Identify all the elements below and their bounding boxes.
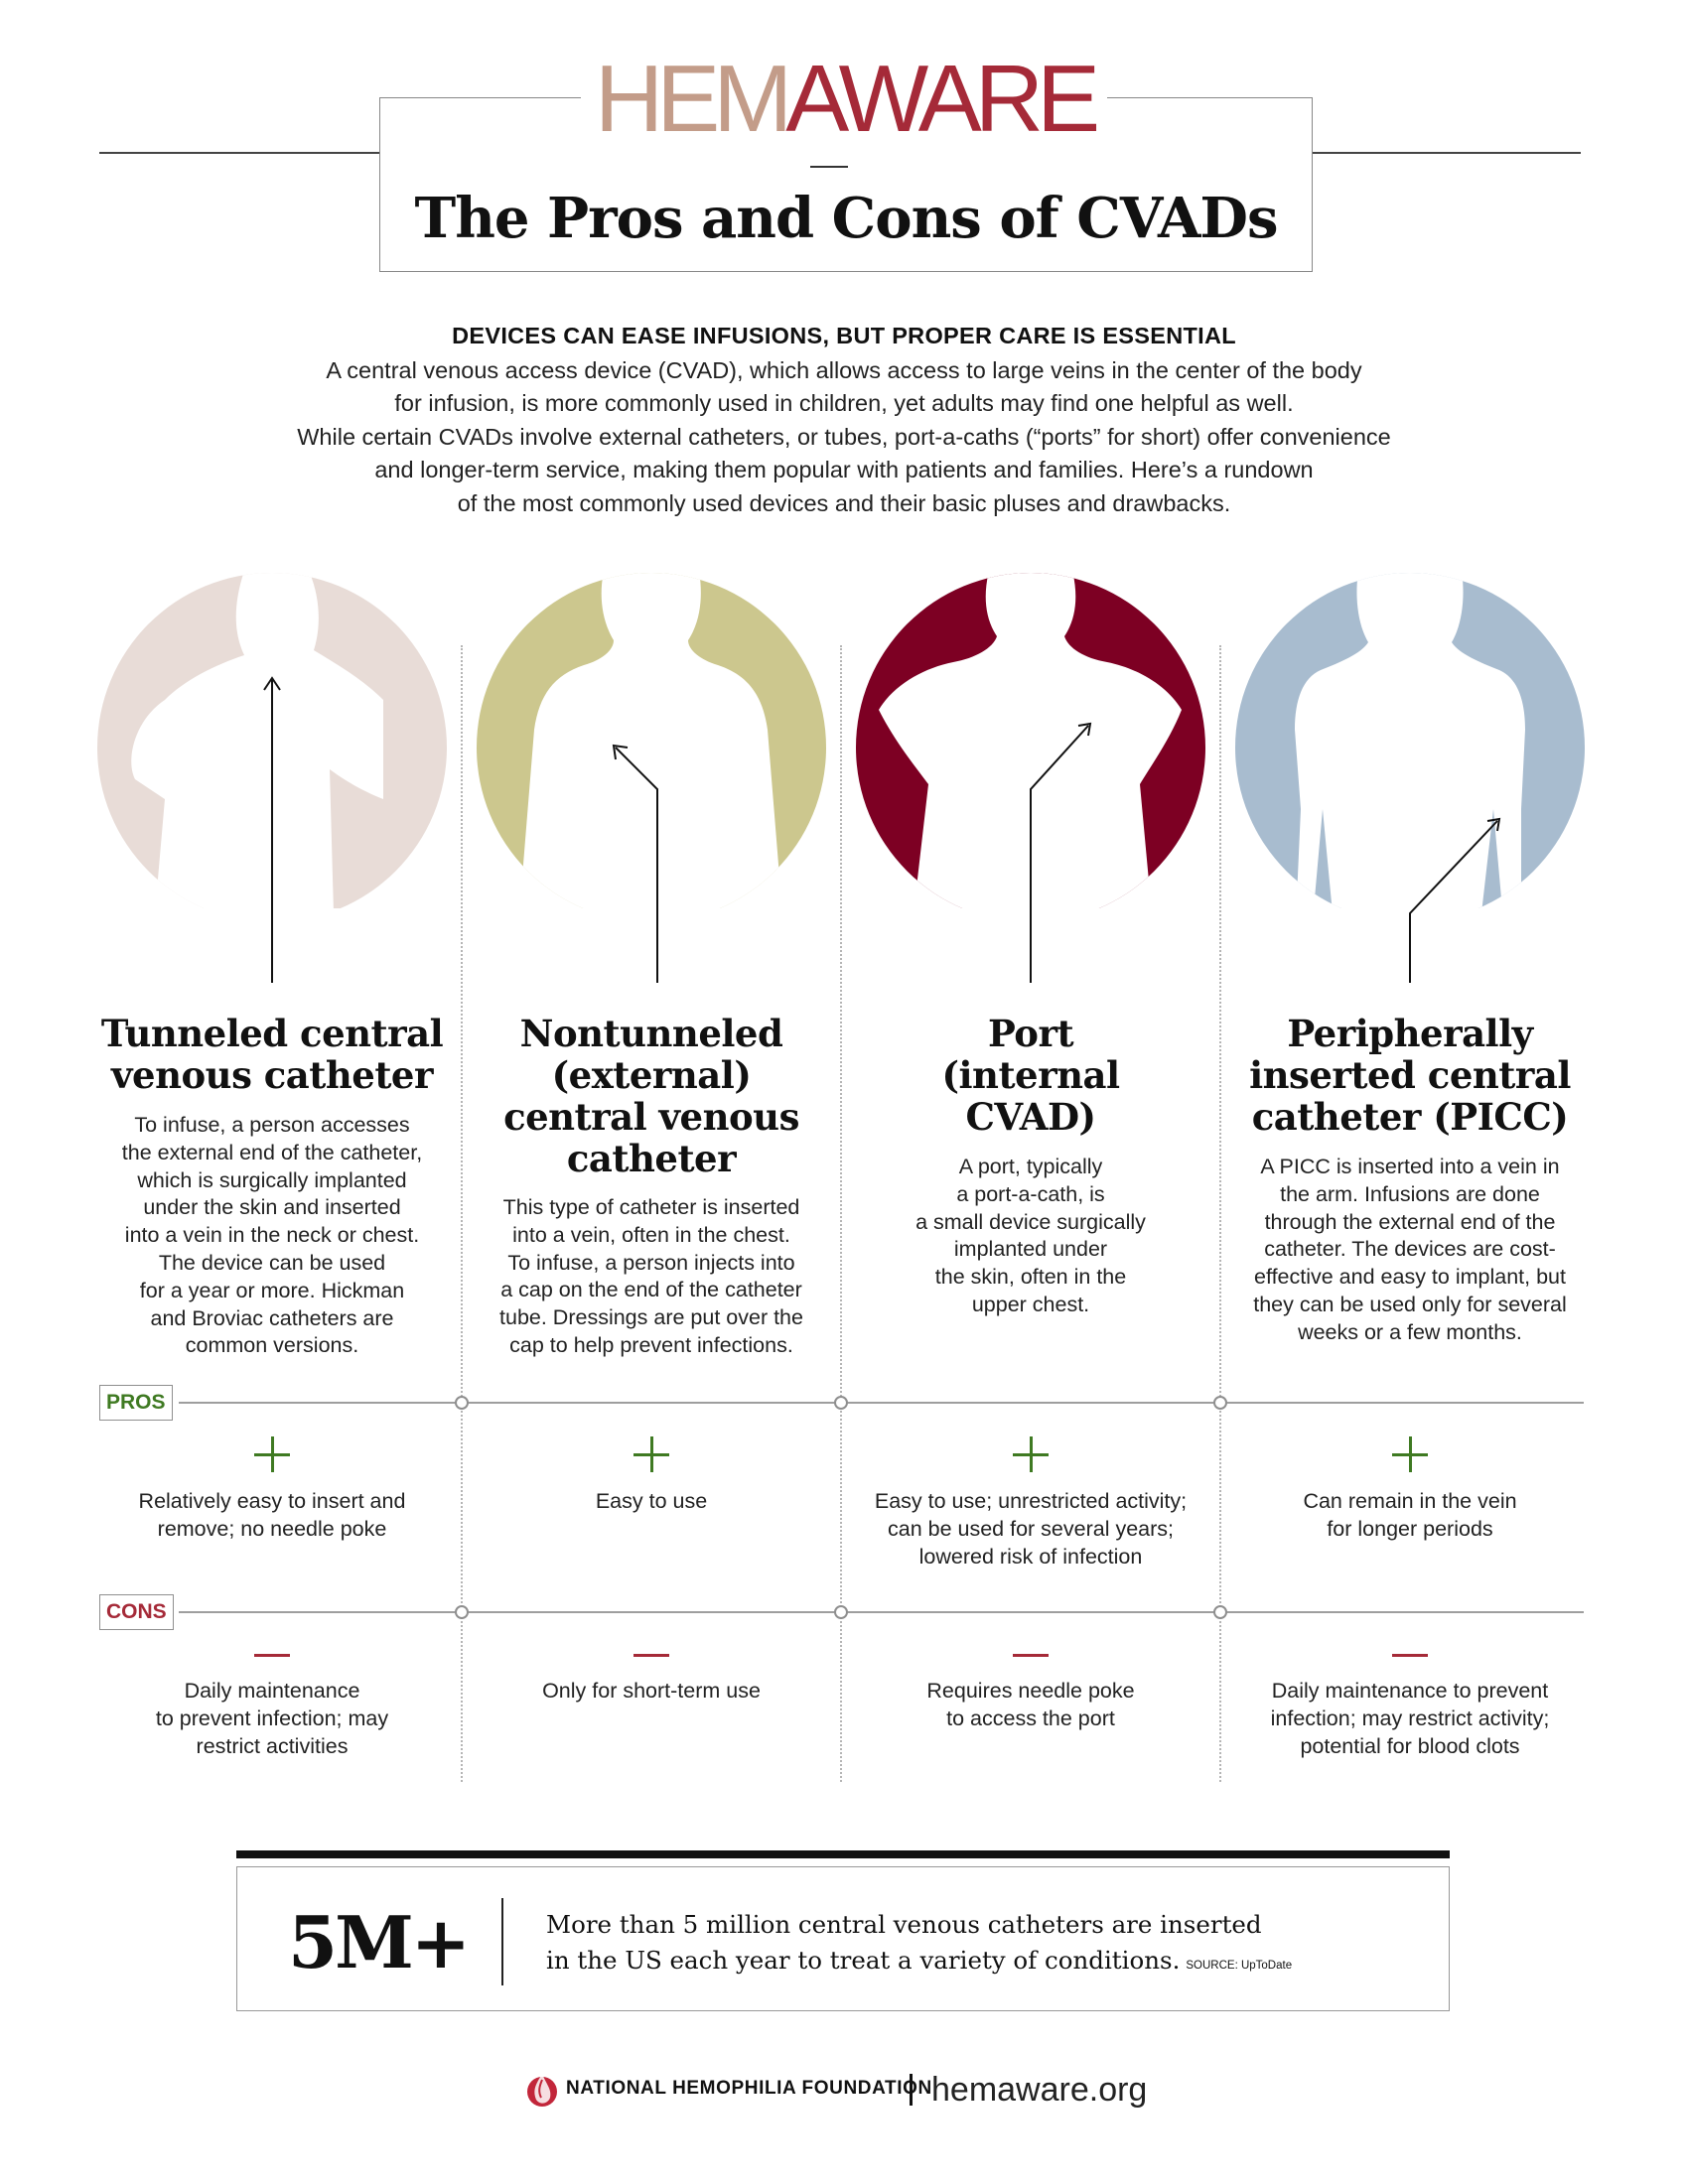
footer: NATIONAL HEMOPHILIA FOUNDATION hemaware.…: [524, 2066, 1170, 2116]
intro-heading: DEVICES CAN EASE INFUSIONS, BUT PROPER C…: [452, 323, 1236, 348]
column-divider: [840, 645, 842, 1782]
port-figure: [854, 571, 1207, 983]
nhf-logo-icon: [527, 2074, 557, 2107]
pros-rule: [179, 1402, 1584, 1404]
intro-text: A central venous access device (CVAD), w…: [297, 357, 1391, 516]
cons-label: CONS: [99, 1594, 174, 1630]
footer-org-name: NATIONAL HEMOPHILIA FOUNDATION: [566, 2078, 932, 2099]
nontunneled-figure: [475, 571, 828, 983]
pro-text-nontunneled: Easy to use: [595, 1489, 708, 1513]
hemaware-logo: HEMAWARE: [594, 46, 1100, 152]
plus-icon: [633, 1436, 669, 1472]
picc-figure: [1233, 571, 1587, 983]
minus-icon: [254, 1654, 290, 1657]
tunneled-figure: [95, 571, 449, 983]
cons-node: [455, 1605, 469, 1619]
pro-text-port: Easy to use; unrestricted activity;can b…: [874, 1489, 1188, 1569]
title-frame: [379, 97, 1313, 272]
cons-rule: [179, 1611, 1584, 1613]
footer-divider: [910, 2074, 913, 2106]
stat-text: More than 5 million central venous cathe…: [546, 1910, 1293, 1975]
con-text-nontunneled: Only for short-term use: [542, 1679, 761, 1703]
pros-node: [834, 1396, 848, 1410]
header-rule-right: [1313, 152, 1581, 154]
stat-box: [236, 1866, 1450, 2011]
column-divider: [461, 645, 463, 1782]
stat-number: 5M+: [288, 1900, 471, 1984]
stat-source: SOURCE: UpToDate: [1186, 1960, 1293, 1972]
pros-label: PROS: [99, 1385, 173, 1421]
minus-icon: [633, 1654, 669, 1657]
minus-icon: [1392, 1654, 1428, 1657]
cons-node: [1213, 1605, 1227, 1619]
plus-icon: [1392, 1436, 1428, 1472]
page-title: The Pros and Cons of CVADs: [414, 186, 1279, 251]
pros-node: [1213, 1396, 1227, 1410]
pros-node: [455, 1396, 469, 1410]
minus-icon: [1013, 1654, 1049, 1657]
stat-top-bar: [236, 1850, 1450, 1858]
plus-icon: [254, 1436, 290, 1472]
stat-divider: [501, 1898, 503, 1985]
cons-node: [834, 1605, 848, 1619]
plus-icon: [1013, 1436, 1049, 1472]
column-divider: [1219, 645, 1221, 1782]
footer-website[interactable]: hemaware.org: [931, 2071, 1148, 2109]
header-rule-left: [99, 152, 379, 154]
title-dash: [810, 166, 848, 168]
